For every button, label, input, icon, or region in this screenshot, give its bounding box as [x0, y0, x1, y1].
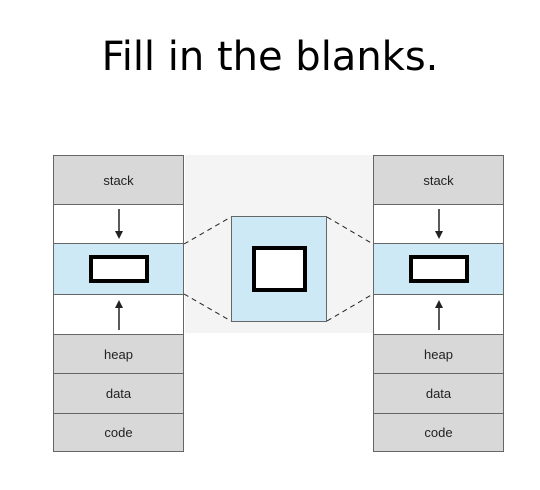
- arrow-down-icon: [434, 209, 443, 239]
- right-heap-growth: [374, 295, 503, 335]
- shared-physical-region: [231, 216, 327, 322]
- left-code-segment: code: [54, 414, 183, 451]
- left-data-segment: data: [54, 374, 183, 414]
- right-heap-segment: heap: [374, 335, 503, 374]
- left-blank-box[interactable]: [88, 255, 149, 283]
- right-shared-region: [374, 244, 503, 295]
- left-code-label: code: [104, 425, 133, 440]
- right-code-segment: code: [374, 414, 503, 451]
- right-code-label: code: [424, 425, 453, 440]
- arrow-up-icon: [114, 299, 123, 330]
- arrow-down-icon: [114, 209, 123, 239]
- middle-blank-box[interactable]: [251, 246, 307, 292]
- left-heap-label: heap: [104, 346, 133, 362]
- right-heap-label: heap: [424, 346, 453, 362]
- left-top-connector: [183, 216, 232, 245]
- right-address-space: stack heap data code: [373, 155, 504, 452]
- arrow-up-icon: [434, 299, 443, 330]
- left-data-label: data: [105, 386, 132, 401]
- page-title: Fill in the blanks.: [101, 34, 439, 80]
- left-shared-region: [54, 244, 183, 295]
- left-stack-growth: [54, 205, 183, 244]
- right-data-segment: data: [374, 374, 503, 414]
- left-heap-growth: [54, 295, 183, 335]
- right-data-label: data: [425, 386, 452, 401]
- right-top-connector: [326, 216, 374, 245]
- left-heap-segment: heap: [54, 335, 183, 374]
- right-stack-segment: stack: [374, 156, 503, 205]
- left-address-space: stack heap data code: [53, 155, 184, 452]
- left-bottom-connector: [183, 293, 232, 322]
- right-stack-label: stack: [423, 172, 454, 188]
- left-stack-label: stack: [103, 172, 134, 188]
- right-blank-box[interactable]: [408, 255, 469, 283]
- left-stack-segment: stack: [54, 156, 183, 205]
- right-stack-growth: [374, 205, 503, 244]
- right-bottom-connector: [326, 293, 374, 322]
